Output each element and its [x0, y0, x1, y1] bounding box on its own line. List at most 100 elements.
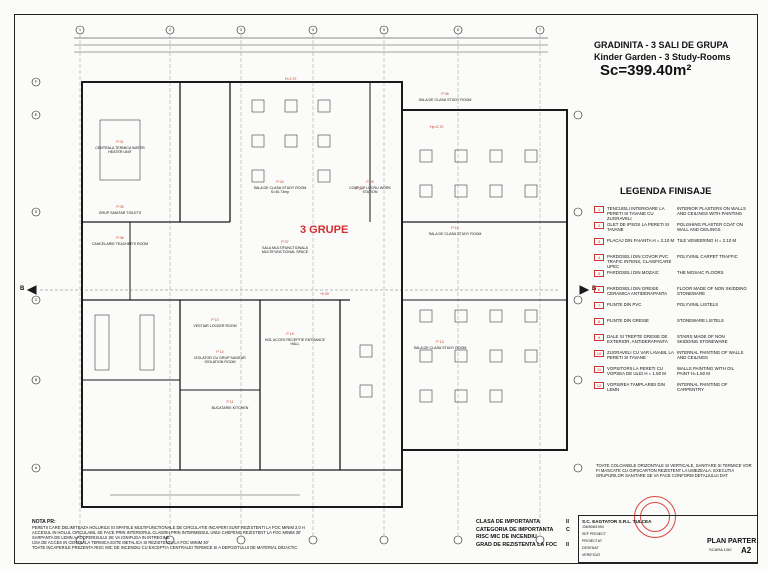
legend-item-number: 4 [594, 254, 604, 261]
legend-item-number: 8 [594, 318, 604, 325]
grid-row-label: E [34, 113, 38, 117]
room-name-p14: IZOLATOR CU GRUP SANITAR ISOLATION ROOM [194, 356, 246, 364]
room-label-p15: P 15 [286, 332, 294, 336]
room-name-p05: GRUP SANITAR TOILETS [98, 211, 142, 215]
room-name-p06: CANCELARIE TEACHER'S ROOM [91, 242, 149, 246]
room-label-p10: P 10 [211, 318, 219, 322]
legend-item-en: POLISHING PLASTER COAT ON WALL AND CEILI… [677, 222, 743, 232]
room-name-p07: SALA MULTIFUNCTIONALA MULTIFUNCTIONAL SP… [261, 246, 309, 254]
grid-col-label: 2 [169, 28, 171, 32]
legend-item-ro: GLET DE IPSOS LA PERETI SI TAVANE [607, 222, 670, 232]
grid-row-label: B [34, 378, 38, 382]
legend-item-en: FLOOR MADE OF NON SKIDDING STONEWARE [677, 286, 747, 296]
svg-text:H=2.70: H=2.70 [285, 77, 296, 81]
legend-item-number: 12 [594, 382, 604, 389]
room-name-p10: VESTIAR LOCKER ROOM [193, 324, 237, 328]
room-label-p06: P 06 [116, 236, 124, 240]
fire-note-line: TOATE INCAPERILE PREZENTA RISC MIC DE IN… [32, 545, 298, 550]
grid-row-label: F [34, 80, 38, 84]
legend-item-ro: ZUGRAVELI CU VAR LAVABIL LA PERETI SI TA… [607, 350, 674, 360]
grid-row-label: C [34, 298, 38, 302]
legend-item-en: STAIRS MADE OF NON SKIDDING STONEWARE [677, 334, 728, 344]
class-label: CLASA DE IMPORTANTA [476, 519, 540, 525]
fire-note-line: USA DE ACCES IN CENTRALA TERMICA ESTE ME… [32, 540, 209, 545]
room-label-p05: P 05 [116, 205, 124, 209]
room-label-p07: P 07 [281, 240, 289, 244]
section-marker-left: B [20, 286, 25, 292]
legend-item-en: INTERNAL PAINTING OF WALLS AND CEILINGS [677, 350, 744, 360]
legend-item-number: 2 [594, 222, 604, 229]
room-name-p15: HOL ACCES RECEPTIE ENTRANCE HALL [264, 338, 326, 346]
legend-item-ro: DALE SI TREPTE GRESIE DE EXTERIOR, ANTID… [607, 334, 668, 344]
legend-item-en: POLYVINIL CARPET TRAFFIC [677, 254, 738, 259]
grid-col-label: 7 [539, 28, 541, 32]
svg-text:Hp=2.70: Hp=2.70 [430, 125, 443, 129]
fire-notes-title: NOTA PR: [32, 519, 56, 525]
drawing-frame [14, 14, 758, 564]
legend-item-ro: PARDOSELI DIN COVOR PVC TRAFIC INTENS, C… [607, 254, 672, 269]
engineer-stamp-inner [640, 502, 670, 532]
fire-note-line: ACCESUL IN HOLUL CIRCULABIL SE FACE PRIN… [32, 530, 302, 535]
svg-text:P 15: P 15 [355, 187, 362, 191]
drawing-title: GRADINITA - 3 SALI DE GRUPA [594, 40, 729, 50]
legend-item-en: STONEWARE LISTELS [677, 318, 724, 323]
room-name-p09: CORP DE LUCRU WORK STATION [349, 186, 391, 194]
legend-item-number: 6 [594, 286, 604, 293]
legend-item-en: WALLS PAINTING WITH OIL PAINT H=1.50 M [677, 366, 734, 376]
room-label-p09: P 09 [366, 180, 374, 184]
class-label: GRAD DE REZISTENTA LA FOC [476, 541, 557, 548]
sheet-number: A2 [741, 546, 752, 555]
tb-row-drawn: DESENAT [582, 546, 599, 550]
class-value: II [566, 519, 569, 525]
legend-item-ro: TENCUIELI INTERIOARE LA PERETI SI TAVANE… [607, 206, 665, 221]
legend-item-ro: PARDOSELI DIN GRESIE CERAMICA ANTIDERAPA… [607, 286, 668, 296]
room-label-p04: P 04 [276, 180, 284, 184]
room-label-p12: P 12 [451, 226, 459, 230]
svg-text:+0.00: +0.00 [320, 292, 329, 296]
legend-item-en: TILE VENEERING H = 2.10 M [677, 238, 737, 243]
drawing-subtitle: Kinder Garden - 3 Study-Rooms [594, 52, 731, 62]
sheet-scale: SCARA 1/50 [709, 547, 732, 552]
fire-note-line: PERETII CARE DELIMITEAZA HOLURILE SI SPA… [32, 525, 305, 530]
company-name: S.C. EAGTATOR S.R.L. TULCEA [582, 519, 652, 524]
legend-item-number: 11 [594, 366, 604, 373]
building-classes: CLASA DE IMPORTANTA II CATEGORIA DE IMPOR… [476, 519, 576, 549]
legend-item-ro: PLINTE DIN GRESIE [607, 318, 649, 323]
class-value: C [566, 526, 570, 533]
tb-row-checked: VERIFICAT [582, 553, 601, 557]
company-code: J36/508/1994 [582, 525, 604, 529]
class-value: II [566, 541, 569, 548]
grid-row-label: D [34, 210, 38, 214]
grid-col-label: 3 [240, 28, 242, 32]
legend-item-en: INTERIOR PLASTERS ON WALLS AND CEILINGS … [677, 206, 746, 216]
room-label-p08: P 08 [441, 92, 449, 96]
room-name-p13: SALA DE CLASA STUDY ROOM [413, 346, 467, 350]
fire-note-line: SARPANTA DE LEMN A ACOPERISULUI SE VA IG… [32, 535, 170, 540]
sheet-title: PLAN PARTER [707, 538, 757, 545]
legend-item-ro: VOPSITORII LA PERETI CU VOPSEA DE ULEI H… [607, 366, 666, 376]
legend-item-number: 9 [594, 334, 604, 341]
room-label-p11: P 11 [226, 400, 234, 404]
grid-col-label: 4 [312, 28, 314, 32]
class-label: CATEGORIA DE IMPORTANTA [476, 526, 554, 533]
legend-item-number: 7 [594, 302, 604, 309]
legend-title: LEGENDA FINISAJE [620, 186, 712, 197]
tb-row-designed: PROIECTAT [582, 539, 603, 543]
room-name-p04: SALA DE CLASA STUDY ROOM S=40.73mp [253, 186, 307, 194]
engineer-stamp [634, 496, 676, 538]
class-label: RISC MIC DE INCENDIU [476, 534, 537, 540]
grid-col-label: 6 [457, 28, 459, 32]
grid-row-label: A [34, 466, 38, 470]
